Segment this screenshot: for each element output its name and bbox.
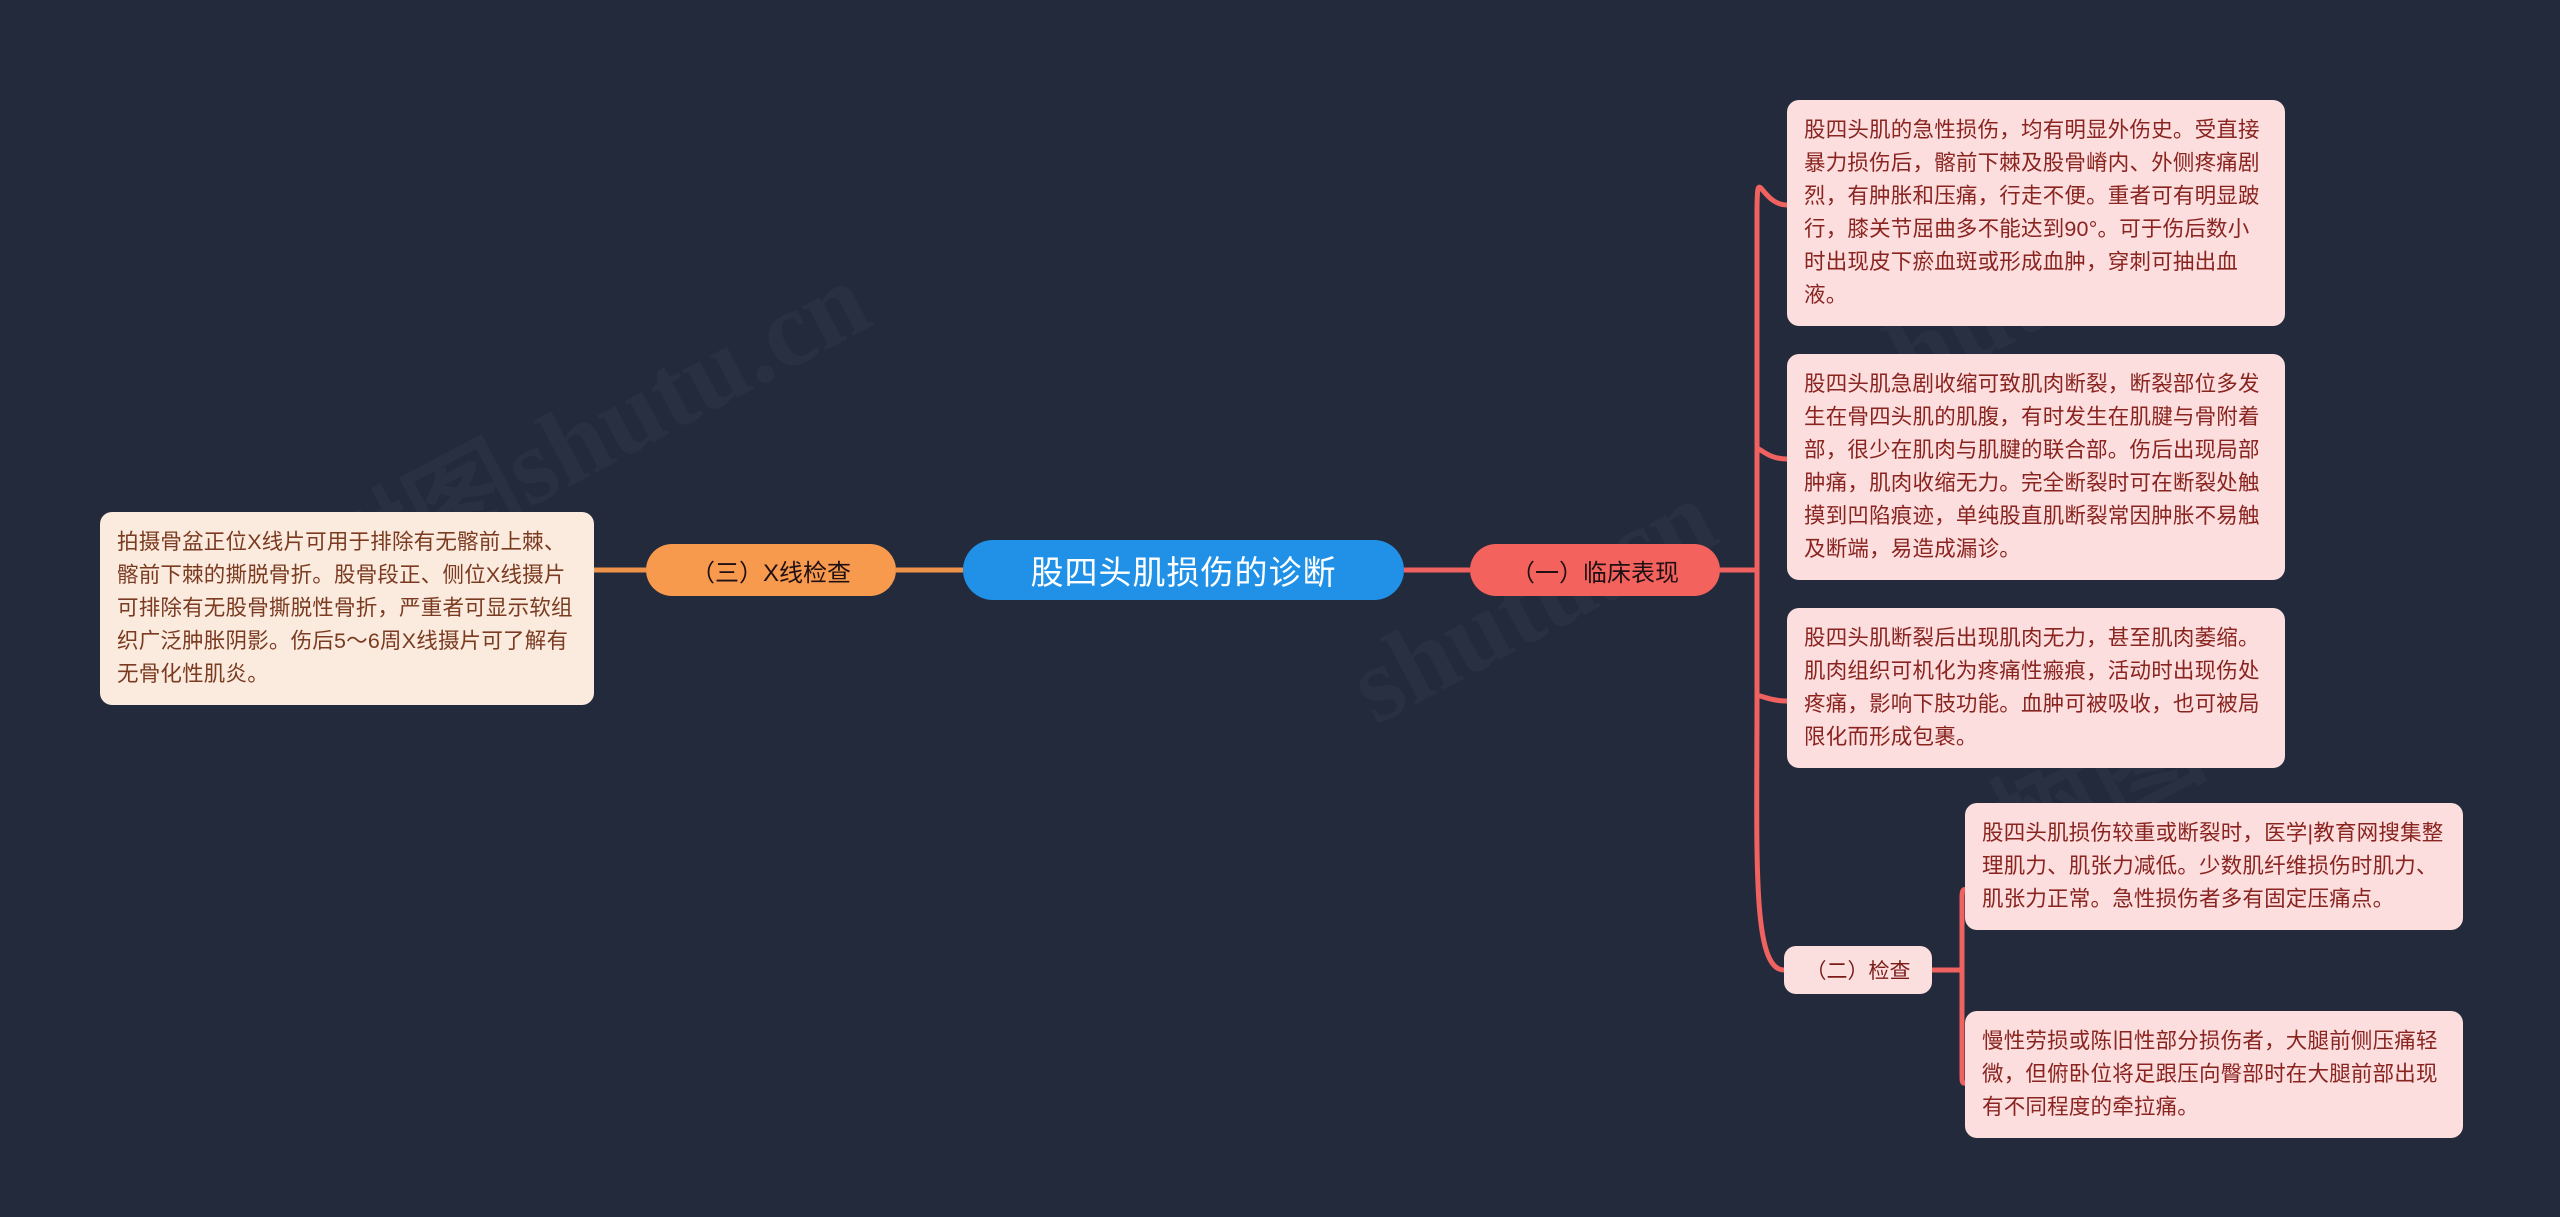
leaf-panel-clinical-1[interactable]: 股四头肌的急性损伤，均有明显外伤史。受直接暴力损伤后，髂前下棘及股骨嵴内、外侧疼…: [1787, 100, 2285, 326]
leaf-panel-exam-2[interactable]: 慢性劳损或陈旧性部分损伤者，大腿前侧压痛轻微，但俯卧位将足跟压向臀部时在大腿前部…: [1965, 1011, 2463, 1138]
leaf-panel-clinical-3[interactable]: 股四头肌断裂后出现肌肉无力，甚至肌肉萎缩。肌肉组织可机化为疼痛性瘢痕，活动时出现…: [1787, 608, 2285, 768]
branch-node-xray-label: （三）X线检查: [690, 559, 851, 587]
branch-node-exam[interactable]: （二）检查: [1784, 946, 1932, 994]
branch-node-xray[interactable]: （三）X线检查: [646, 544, 896, 596]
root-node-label: 股四头肌损伤的诊断: [1030, 554, 1337, 591]
leaf-panel-clinical-2[interactable]: 股四头肌急剧收缩可致肌肉断裂，断裂部位多发生在骨四头肌的肌腹，有时发生在肌腱与骨…: [1787, 354, 2285, 580]
branch-node-exam-label: （二）检查: [1805, 960, 1911, 983]
branch-node-clinical-label: （一）临床表现: [1511, 559, 1679, 587]
leaf-panel-xray-1[interactable]: 拍摄骨盆正位X线片可用于排除有无髂前上棘、髂前下棘的撕脱骨折。股骨段正、侧位X线…: [100, 512, 594, 705]
branch-node-clinical[interactable]: （一）临床表现: [1470, 544, 1720, 596]
leaf-panel-exam-1[interactable]: 股四头肌损伤较重或断裂时，医学|教育网搜集整理肌力、肌张力减低。少数肌纤维损伤时…: [1965, 803, 2463, 930]
root-node[interactable]: 股四头肌损伤的诊断: [963, 540, 1404, 600]
watermark-text: shutu.cn: [1330, 455, 1735, 749]
